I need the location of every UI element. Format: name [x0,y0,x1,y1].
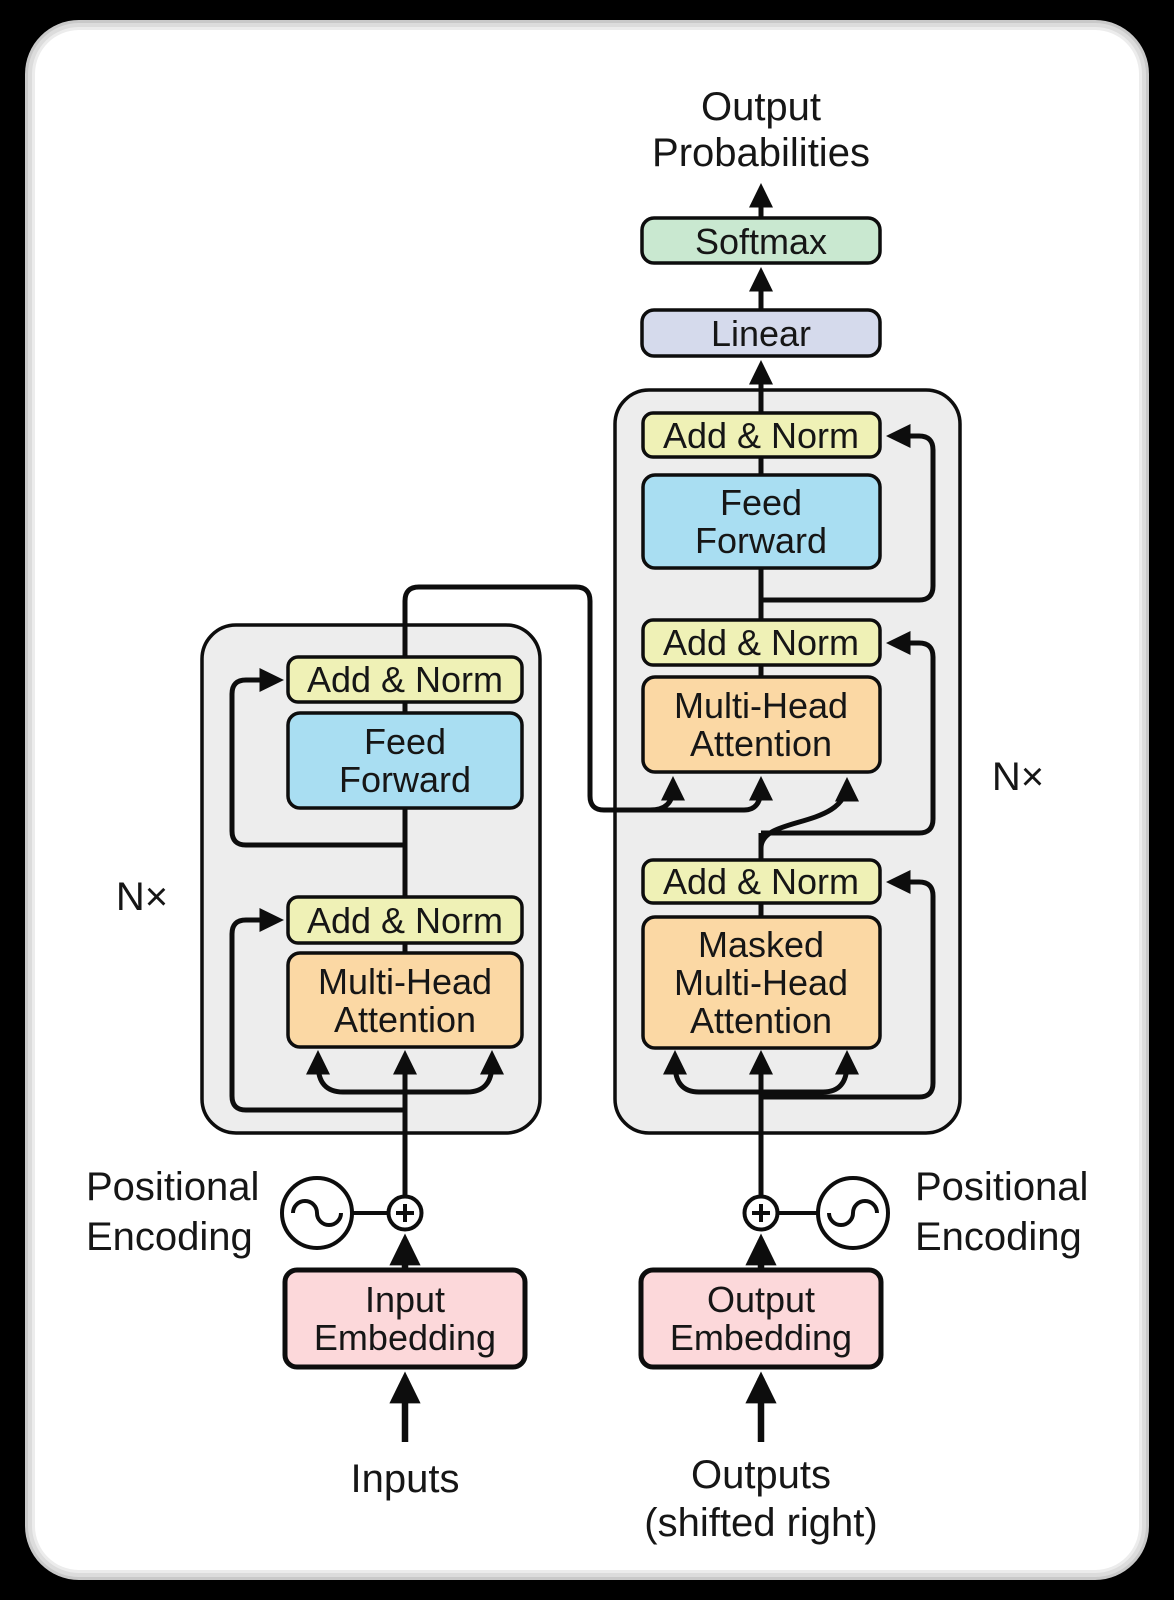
add-norm-label: Add & Norm [307,900,503,941]
masked-multi-head-attention-label: Masked [698,924,824,965]
outputs-label: Outputs [691,1453,831,1497]
add-norm-label: Add & Norm [307,659,503,700]
sine-wave-icon [827,1199,879,1227]
add-norm-label: Add & Norm [663,415,859,456]
masked-multi-head-attention-block [641,915,882,1050]
decoder-addnorm-ff-block [641,411,882,459]
positional-encoding-label-right: Positional [915,1165,1088,1209]
plus-icon [752,1204,770,1222]
n-times-label-right: N× [992,755,1044,799]
decoder-addnorm-masked-block [641,858,882,905]
decoder-wires [663,183,936,1196]
softmax-label: Softmax [695,221,827,262]
input-embedding-label: Embedding [314,1317,496,1358]
linear-block [640,308,882,358]
decoder-feed-forward-block [641,473,882,570]
wire-decoder-residual-ff [761,424,936,603]
wire-encoder-output-feed [402,584,744,813]
wire-crossattn-q-arrow [758,777,859,849]
feed-forward-label: Forward [695,520,827,561]
wire-encoder-mha-k [405,1050,504,1095]
output-probabilities-label: Probabilities [652,131,870,175]
positional-encoding-label-left: Encoding [86,1215,253,1259]
feed-forward-label: Feed [364,721,446,762]
sine-wave-icon [291,1199,343,1227]
multi-head-attention-label: Attention [334,999,476,1040]
wire-crossattn-v-arrow [649,776,685,813]
output-embedding-label: Output [707,1279,815,1320]
add-norm-label: Add & Norm [663,861,859,902]
feed-forward-label: Feed [720,482,802,523]
decoder-addnorm-mha-block [641,618,882,667]
input-embedding-block [282,1267,528,1370]
multi-head-attention-label: Multi-Head [318,961,492,1002]
outputs-shifted-right-label: (shifted right) [644,1501,877,1545]
output-probabilities-label: Output [701,85,821,129]
masked-multi-head-attention-label: Multi-Head [674,962,848,1003]
input-embedding-label: Input [365,1279,445,1320]
softmax-block [640,216,882,265]
encoder-multi-head-attention-block [286,951,524,1049]
linear-label: Linear [711,313,811,354]
n-times-label-left: N× [116,875,168,919]
decoder-multi-head-attention-block [641,675,882,774]
positional-encoding-symbols [280,1176,890,1250]
wire-encoder-residual-mha [229,908,405,1113]
wire-encoder-mha-v [306,1050,405,1095]
output-head-blocks [640,216,882,358]
encoder-addnorm-ff-block [286,655,524,704]
wire-decoder-residual-masked [761,870,936,1100]
masked-multi-head-attention-label: Attention [690,1000,832,1041]
encoder-blocks [286,655,524,1049]
multi-head-attention-label: Attention [690,723,832,764]
diagram-text: Output Probabilities Softmax Linear Add … [86,85,1088,1545]
plus-icon [396,1204,414,1222]
wire-decoder-residual-mha [761,631,936,836]
decoder-blocks [641,411,882,1050]
embedding-blocks [282,1267,884,1370]
output-embedding-block [638,1267,884,1370]
multi-head-attention-label: Multi-Head [674,685,848,726]
encoder-addnorm-mha-block [286,895,524,945]
wire-crossattn-k-arrow [743,776,773,813]
inputs-label: Inputs [351,1457,460,1501]
output-embedding-label: Embedding [670,1317,852,1358]
feed-forward-label: Forward [339,759,471,800]
embedding-wires [352,1211,818,1442]
add-norm-label: Add & Norm [663,622,859,663]
positional-encoding-label-right: Encoding [915,1215,1082,1259]
wire-encoder-residual-ff [229,668,405,848]
encoder-feed-forward-block [286,711,524,810]
wire-masked-mha-v [663,1050,761,1095]
positional-encoding-label-left: Positional [86,1165,259,1209]
wire-masked-mha-k [761,1050,859,1095]
